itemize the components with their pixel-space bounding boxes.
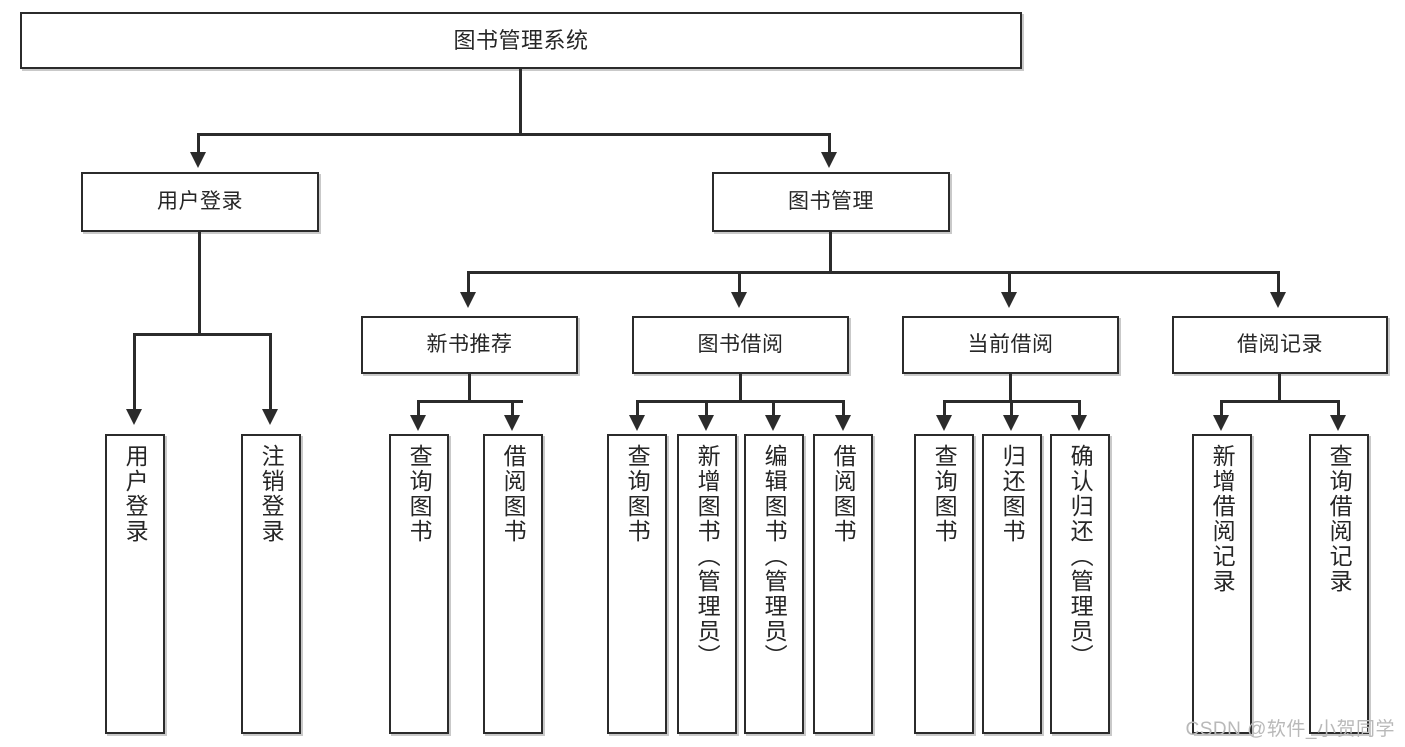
- connector-book-mgmt-stem: [829, 232, 832, 274]
- node-new-book-recommendation[interactable]: 新书推荐: [361, 316, 578, 374]
- node-label: 用户登录: [122, 444, 149, 544]
- connector-new-book-rec-to-leaf-2: [511, 400, 514, 418]
- arrowhead-current-borrow-leaf-3: [1071, 415, 1087, 431]
- arrowhead-root-to-book-mgmt: [821, 152, 837, 168]
- leaf-borrow-book-borrowing[interactable]: 借阅图书: [813, 434, 873, 734]
- connector-book-borrow-stem: [739, 374, 742, 403]
- arrowhead-to-borrow-record: [1270, 292, 1286, 308]
- connector-current-borrow-to-leaf-3: [1078, 400, 1081, 418]
- arrowhead-new-book-rec-leaf-2: [504, 415, 520, 431]
- connector-book-mgmt-to-new-book-rec: [467, 271, 470, 294]
- node-label: 新书推荐: [426, 332, 513, 356]
- connector-user-login-bus: [133, 333, 269, 336]
- leaf-confirm-return-admin[interactable]: 确认归还（管理员）: [1050, 434, 1110, 734]
- connector-current-borrow-to-leaf-1: [943, 400, 946, 418]
- connector-borrow-record-bus: [1220, 400, 1340, 403]
- arrowhead-book-borrow-leaf-3: [765, 415, 781, 431]
- connector-book-borrow-to-leaf-3: [772, 400, 775, 418]
- node-label: 用户登录: [157, 189, 243, 213]
- connector-new-book-rec-to-leaf-1: [417, 400, 420, 418]
- connector-book-borrow-to-leaf-4: [842, 400, 845, 418]
- leaf-add-borrowing-record[interactable]: 新增借阅记录: [1192, 434, 1252, 734]
- connector-root-to-user-login: [197, 133, 200, 155]
- connector-book-borrow-to-leaf-2: [705, 400, 708, 418]
- arrowhead-current-borrow-leaf-2: [1003, 415, 1019, 431]
- node-label: 编辑图书（管理员）: [761, 444, 788, 669]
- node-label: 新增借阅记录: [1209, 444, 1236, 594]
- node-label: 查询图书: [624, 444, 651, 544]
- connector-book-mgmt-to-book-borrow: [738, 271, 741, 294]
- node-label: 图书借阅: [697, 332, 784, 356]
- connector-user-login-stem: [198, 232, 201, 336]
- leaf-borrow-book-new-rec[interactable]: 借阅图书: [483, 434, 543, 734]
- connector-root-to-book-mgmt: [828, 133, 831, 155]
- leaf-user-login[interactable]: 用户登录: [105, 434, 165, 734]
- leaf-edit-book-admin[interactable]: 编辑图书（管理员）: [744, 434, 804, 734]
- connector-new-book-rec-bus: [417, 400, 523, 403]
- node-label: 图书管理系统: [453, 27, 589, 53]
- connector-root-stem: [519, 69, 522, 135]
- node-label: 查询借阅记录: [1326, 444, 1353, 594]
- arrowhead-book-borrow-leaf-1: [629, 415, 645, 431]
- connector-book-borrow-to-leaf-1: [636, 400, 639, 418]
- csdn-watermark: CSDN @软件_小贺同学: [1185, 719, 1395, 740]
- connector-user-login-to-leaf-2: [269, 333, 272, 412]
- connector-book-mgmt-to-current-borrow: [1008, 271, 1011, 294]
- arrowhead-new-book-rec-leaf-1: [410, 415, 426, 431]
- node-book-borrowing[interactable]: 图书借阅: [632, 316, 849, 374]
- node-label: 当前借阅: [967, 332, 1054, 356]
- connector-borrow-record-stem: [1278, 374, 1281, 403]
- node-label: 归还图书: [999, 444, 1026, 544]
- node-book-management[interactable]: 图书管理: [712, 172, 950, 232]
- arrowhead-to-current-borrow: [1001, 292, 1017, 308]
- arrowhead-user-login-to-leaf-2: [262, 409, 278, 425]
- leaf-add-book-admin[interactable]: 新增图书（管理员）: [677, 434, 737, 734]
- arrowhead-user-login-to-leaf-1: [126, 409, 142, 425]
- connector-user-login-to-leaf-1: [133, 333, 136, 412]
- arrowhead-book-borrow-leaf-4: [835, 415, 851, 431]
- node-label: 注销登录: [258, 444, 285, 544]
- node-borrowing-record[interactable]: 借阅记录: [1172, 316, 1388, 374]
- leaf-query-book-borrowing[interactable]: 查询图书: [607, 434, 667, 734]
- connector-root-bus: [197, 133, 831, 136]
- node-root-book-management-system[interactable]: 图书管理系统: [20, 12, 1022, 69]
- arrowhead-root-to-user-login: [190, 152, 206, 168]
- connector-book-borrow-bus: [636, 400, 845, 403]
- arrowhead-borrow-record-leaf-2: [1330, 415, 1346, 431]
- leaf-query-book-current[interactable]: 查询图书: [914, 434, 974, 734]
- arrowhead-to-book-borrow: [731, 292, 747, 308]
- node-label: 图书管理: [788, 189, 874, 213]
- leaf-return-book[interactable]: 归还图书: [982, 434, 1042, 734]
- node-current-borrowing[interactable]: 当前借阅: [902, 316, 1119, 374]
- node-label: 查询图书: [931, 444, 958, 544]
- node-user-login[interactable]: 用户登录: [81, 172, 319, 232]
- arrowhead-borrow-record-leaf-1: [1213, 415, 1229, 431]
- node-label: 查询图书: [406, 444, 433, 544]
- connector-book-mgmt-to-borrow-record: [1277, 271, 1280, 294]
- leaf-query-book-new-rec[interactable]: 查询图书: [389, 434, 449, 734]
- leaf-logout[interactable]: 注销登录: [241, 434, 301, 734]
- leaf-query-borrowing-record[interactable]: 查询借阅记录: [1309, 434, 1369, 734]
- node-label: 借阅图书: [830, 444, 857, 544]
- connector-borrow-record-to-leaf-2: [1337, 400, 1340, 418]
- arrowhead-to-new-book-rec: [460, 292, 476, 308]
- node-label: 新增图书（管理员）: [694, 444, 721, 669]
- connector-current-borrow-stem: [1009, 374, 1012, 403]
- connector-new-book-rec-stem: [468, 374, 471, 403]
- node-label: 确认归还（管理员）: [1067, 444, 1094, 669]
- connector-book-mgmt-bus: [467, 271, 1280, 274]
- node-label: 借阅图书: [500, 444, 527, 544]
- connector-current-borrow-to-leaf-2: [1010, 400, 1013, 418]
- arrowhead-current-borrow-leaf-1: [936, 415, 952, 431]
- node-label: 借阅记录: [1237, 332, 1323, 356]
- arrowhead-book-borrow-leaf-2: [698, 415, 714, 431]
- connector-borrow-record-to-leaf-1: [1220, 400, 1223, 418]
